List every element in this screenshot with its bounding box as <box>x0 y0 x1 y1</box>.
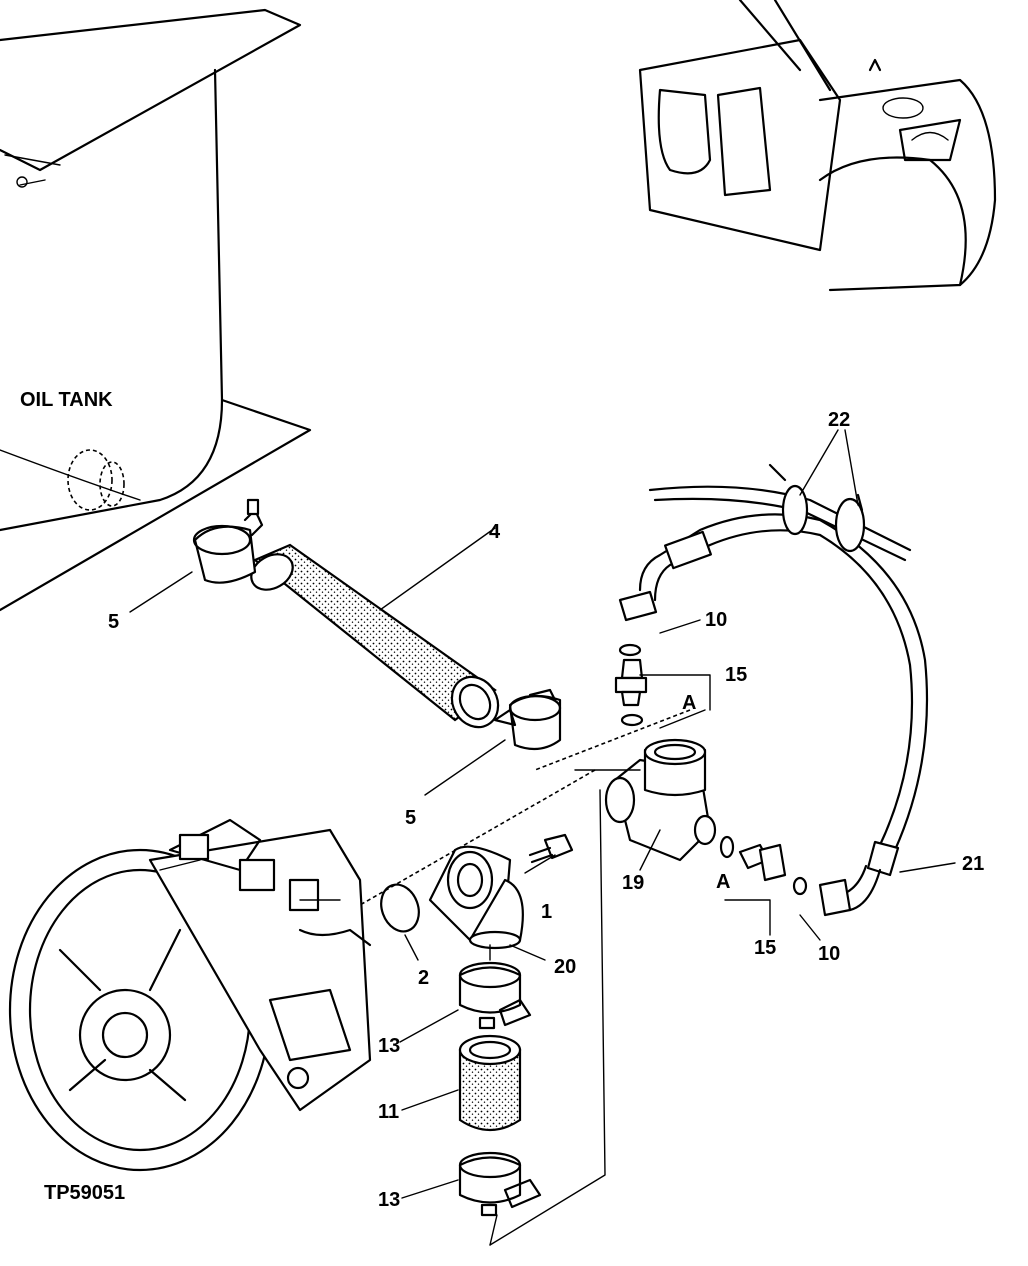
excavator-overview-drawing <box>638 0 997 292</box>
tee-fitting-19 <box>604 738 717 862</box>
callout-15-lower: 15 <box>754 937 777 959</box>
hose-clamp-5-upper <box>192 498 264 584</box>
callout-a-upper: A <box>682 692 697 714</box>
callout-10-lower: 10 <box>818 943 841 965</box>
cap-screw-1 <box>528 833 574 864</box>
suction-hose-4 <box>250 543 500 729</box>
hose-clamp-13-lower <box>458 1151 542 1217</box>
hose-clamp-13-upper <box>458 961 532 1030</box>
fitting-15-top <box>614 643 648 727</box>
callout-1: 1 <box>541 901 553 923</box>
hose-clamp-5-lower <box>493 688 562 751</box>
flange-elbow-20 <box>428 845 524 950</box>
hydraulic-pump-assembly <box>8 818 372 1172</box>
callout-5-lower: 5 <box>405 807 417 829</box>
leader-lines <box>129 429 956 1246</box>
figure-id-label: TP59051 <box>44 1182 126 1204</box>
hose-11 <box>458 1034 522 1131</box>
callout-a-lower: A <box>716 871 731 893</box>
callout-5-upper: 5 <box>108 611 120 633</box>
clamps-22 <box>768 463 866 553</box>
callout-4: 4 <box>489 521 501 543</box>
callout-13-upper: 13 <box>378 1035 401 1057</box>
o-ring-2 <box>380 883 420 933</box>
oil-tank-label: OIL TANK <box>20 389 113 411</box>
callout-20: 20 <box>554 956 577 978</box>
callout-15-upper: 15 <box>725 664 748 686</box>
callout-22: 22 <box>828 409 851 431</box>
callout-21: 21 <box>962 853 985 875</box>
callout-13-lower: 13 <box>378 1189 401 1211</box>
callout-2: 2 <box>418 967 430 989</box>
callout-19: 19 <box>622 872 645 894</box>
callout-11: 11 <box>378 1101 400 1123</box>
fitting-15-right <box>719 835 808 896</box>
callout-10-upper: 10 <box>705 609 728 631</box>
oil-tank-drawing <box>0 8 312 612</box>
